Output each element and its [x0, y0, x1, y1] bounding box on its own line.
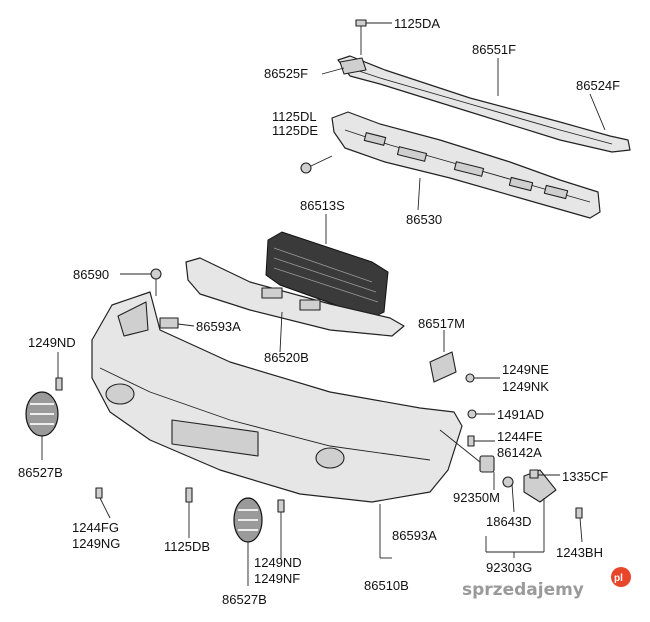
fog-cover-86527B-left: [25, 391, 59, 437]
upper-absorber-rail: [337, 55, 631, 153]
watermark-text: sprzedajemy: [462, 580, 584, 600]
label-86530: 86530: [406, 212, 442, 227]
label-1125DE: 1125DE: [272, 123, 318, 138]
label-1244FE: 1244FE: [497, 429, 543, 444]
label-86527B-bottom: 86527B: [222, 592, 267, 607]
label-86142A: 86142A: [497, 445, 542, 460]
bumper-cover-86510B: [91, 291, 463, 503]
screw-1243BH-icon: [575, 507, 583, 519]
screw-1125DA-icon: [355, 19, 367, 55]
label-1125DA: 1125DA: [394, 16, 440, 31]
label-86520B: 86520B: [264, 350, 309, 365]
watermark-badge-icon: [611, 567, 631, 587]
label-1125DB: 1125DB: [164, 539, 210, 554]
leader-lines: [41, 22, 606, 586]
label-86517M: 86517M: [418, 316, 465, 331]
watermark: sprzedajemy pl: [462, 567, 631, 600]
label-18643D: 18643D: [486, 514, 532, 529]
label-86510B: 86510B: [364, 578, 409, 593]
screw-1244FE-icon: [467, 435, 475, 447]
label-86527B-left: 86527B: [18, 465, 63, 480]
screw-1125DL-icon: [300, 155, 333, 174]
screw-1244FG-icon: [95, 487, 103, 499]
bumper-beam-86530: [331, 111, 601, 219]
screw-1491AD-icon: [467, 409, 477, 419]
label-1244FG: 1244FG: [72, 520, 119, 535]
screw-1249ND-bottom-icon: [277, 499, 285, 513]
fog-cover-86527B-bottom: [233, 497, 263, 543]
screw-1335CF-icon: [529, 469, 539, 479]
label-86524F: 86524F: [576, 78, 620, 93]
bracket-86593A-top: [159, 317, 179, 329]
absorber-86520B: [185, 257, 405, 337]
label-1335CF: 1335CF: [562, 469, 608, 484]
label-86525F: 86525F: [264, 66, 308, 81]
label-1249NE: 1249NE: [502, 362, 549, 377]
label-86590: 86590: [73, 267, 109, 282]
watermark-suffix: pl: [614, 573, 623, 584]
part-labels: 1125DA 86551F 86525F 86524F 1125DL 1125D…: [18, 16, 620, 607]
clip-86590-icon: [150, 268, 162, 296]
label-92350M: 92350M: [453, 490, 500, 505]
screw-1249ND-left-icon: [55, 377, 63, 391]
bracket-86517M: [429, 351, 457, 383]
grille-86513S: [265, 231, 389, 319]
screw-1125DB-icon: [185, 487, 193, 503]
label-1249NF: 1249NF: [254, 571, 300, 586]
label-86593A-bottom: 86593A: [392, 528, 437, 543]
label-1249ND-left: 1249ND: [28, 335, 76, 350]
socket-18643D-icon: [502, 476, 514, 488]
screw-1249NE-icon: [465, 373, 475, 383]
label-1243BH: 1243BH: [556, 545, 603, 560]
reflector-92350M: [479, 455, 495, 473]
label-1249ND-bottom: 1249ND: [254, 555, 302, 570]
label-1249NK: 1249NK: [502, 379, 549, 394]
label-92303G: 92303G: [486, 560, 532, 575]
label-1125DL: 1125DL: [272, 109, 317, 124]
label-1249NG: 1249NG: [72, 536, 120, 551]
label-86513S: 86513S: [300, 198, 345, 213]
label-1491AD: 1491AD: [497, 407, 544, 422]
label-86551F: 86551F: [472, 42, 516, 57]
label-86593A-top: 86593A: [196, 319, 241, 334]
